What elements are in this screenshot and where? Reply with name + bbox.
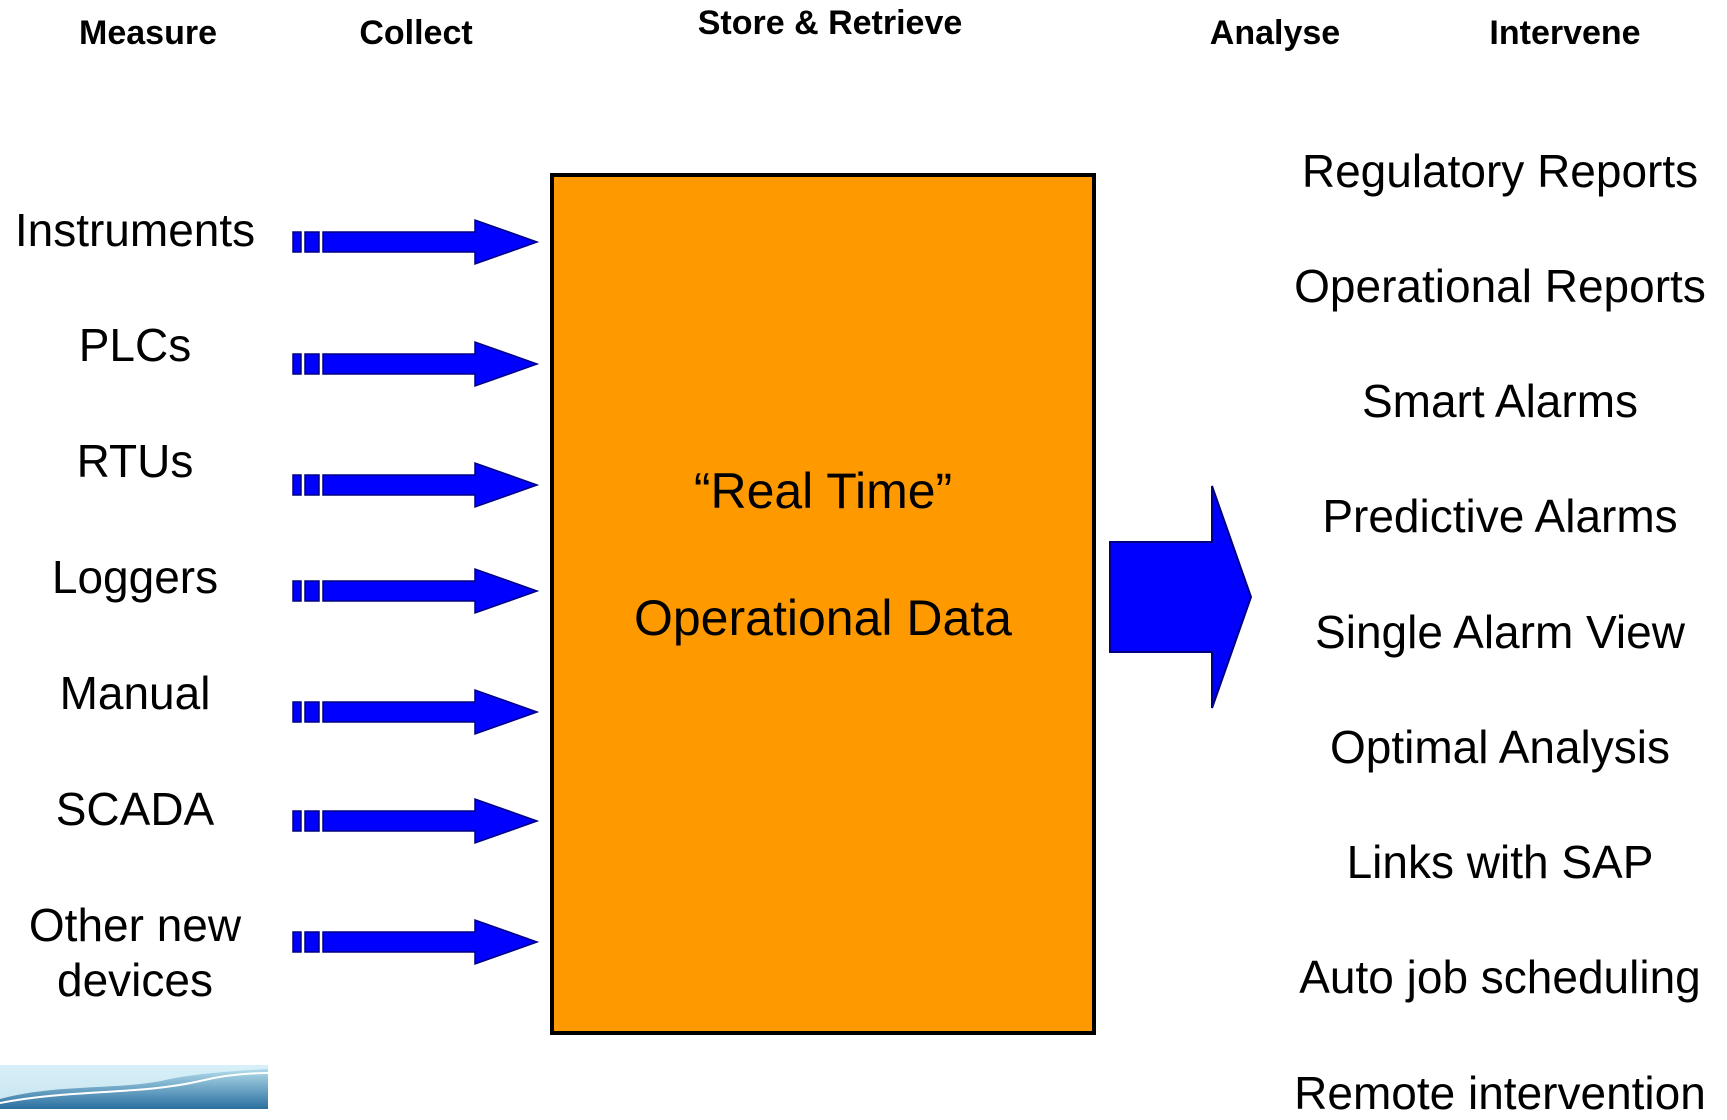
- collect-arrow-6: [292, 797, 540, 845]
- collect-arrow-3: [292, 461, 540, 509]
- collect-arrow-shape: [292, 688, 540, 736]
- collect-arrow-shape: [292, 340, 540, 388]
- collect-arrow-4: [292, 567, 540, 615]
- output-predictive-alarms: Predictive Alarms: [1322, 490, 1678, 542]
- source-scada: SCADA: [55, 783, 215, 835]
- operational-data-store: “Real Time” Operational Data: [550, 173, 1096, 1035]
- collect-arrow-shape: [292, 797, 540, 845]
- source-manual: Manual: [59, 667, 211, 719]
- collect-arrow-1: [292, 218, 540, 266]
- output-remote-intervention: Remote intervention: [1294, 1067, 1706, 1119]
- header-intervene: Intervene: [1489, 14, 1641, 52]
- header-collect: Collect: [359, 14, 473, 52]
- collect-arrow-7: [292, 918, 540, 966]
- output-regulatory-reports: Regulatory Reports: [1301, 145, 1699, 197]
- collect-arrow-shape: [292, 567, 540, 615]
- output-auto-job-scheduling: Auto job scheduling: [1299, 951, 1701, 1003]
- collect-arrow-shape: [292, 461, 540, 509]
- box-title-operational-data: Operational Data: [633, 590, 1012, 646]
- header-measure: Measure: [79, 14, 217, 52]
- source-plcs: PLCs: [78, 319, 192, 371]
- output-smart-alarms: Smart Alarms: [1361, 375, 1639, 427]
- source-other-new-devices: Other new devices: [28, 899, 242, 1007]
- collect-arrow-shape: [292, 918, 540, 966]
- source-loggers: Loggers: [51, 551, 219, 603]
- output-single-alarm-view: Single Alarm View: [1315, 606, 1685, 658]
- analyse-arrow: [1109, 485, 1253, 709]
- output-links-with-sap: Links with SAP: [1346, 836, 1654, 888]
- wave-logo: [0, 1065, 268, 1109]
- collect-arrow-5: [292, 688, 540, 736]
- header-store-retrieve: Store & Retrieve: [697, 4, 963, 42]
- collect-arrow-shape: [292, 218, 540, 266]
- collect-arrow-2: [292, 340, 540, 388]
- source-instruments: Instruments: [14, 204, 256, 256]
- box-title-real-time: “Real Time”: [693, 463, 953, 519]
- output-operational-reports: Operational Reports: [1294, 260, 1706, 312]
- header-analyse: Analyse: [1209, 14, 1341, 52]
- source-rtus: RTUs: [76, 435, 194, 487]
- output-optimal-analysis: Optimal Analysis: [1329, 721, 1670, 773]
